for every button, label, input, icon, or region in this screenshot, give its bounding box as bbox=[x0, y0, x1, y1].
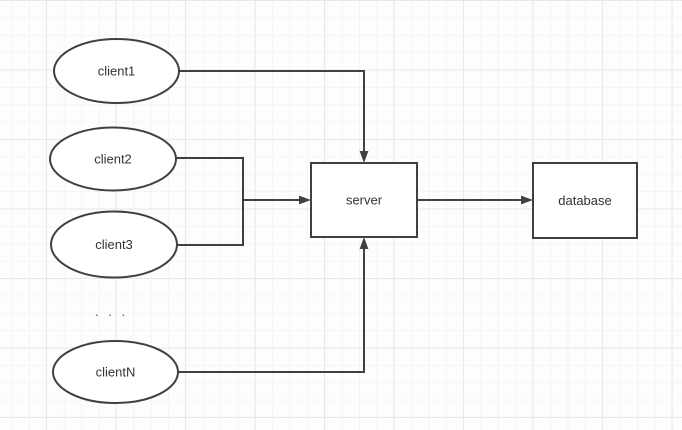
edge-clientN-server-line[interactable] bbox=[177, 248, 365, 373]
node-server-label: server bbox=[346, 193, 383, 208]
edge-client1-server-arrowhead bbox=[359, 151, 369, 163]
database-rect[interactable] bbox=[532, 162, 638, 239]
client2-ellipse[interactable] bbox=[49, 126, 177, 192]
edge-merge-server-arrowhead bbox=[299, 195, 311, 205]
node-clientN-label: clientN bbox=[96, 365, 136, 380]
node-client3-label: client3 bbox=[95, 237, 133, 252]
edge-server-database[interactable] bbox=[417, 195, 533, 205]
client1-ellipse[interactable] bbox=[53, 38, 180, 104]
node-client2[interactable]: client2 bbox=[49, 126, 177, 192]
edge-client2-client3-server[interactable] bbox=[176, 157, 311, 246]
ellipsis-label[interactable]: . . . bbox=[95, 304, 128, 319]
node-client3[interactable]: client3 bbox=[50, 210, 178, 279]
node-database-label: database bbox=[558, 193, 612, 208]
node-database[interactable]: database bbox=[532, 162, 638, 239]
node-client1-label: client1 bbox=[98, 64, 136, 79]
server-rect[interactable] bbox=[310, 162, 418, 238]
edge-client1-server-line[interactable] bbox=[179, 70, 365, 152]
clientN-ellipse[interactable] bbox=[52, 340, 179, 404]
node-clientN[interactable]: clientN bbox=[52, 340, 179, 404]
edge-clientN-server[interactable] bbox=[177, 237, 369, 373]
edge-server-database-arrowhead bbox=[521, 195, 533, 205]
edge-client2-client3-bracket[interactable] bbox=[176, 157, 244, 246]
node-client2-label: client2 bbox=[94, 152, 132, 167]
client3-ellipse[interactable] bbox=[50, 210, 178, 279]
edge-client1-server[interactable] bbox=[179, 70, 369, 163]
edge-clientN-server-arrowhead bbox=[359, 237, 369, 249]
node-server[interactable]: server bbox=[310, 162, 418, 238]
node-client1[interactable]: client1 bbox=[53, 38, 180, 104]
